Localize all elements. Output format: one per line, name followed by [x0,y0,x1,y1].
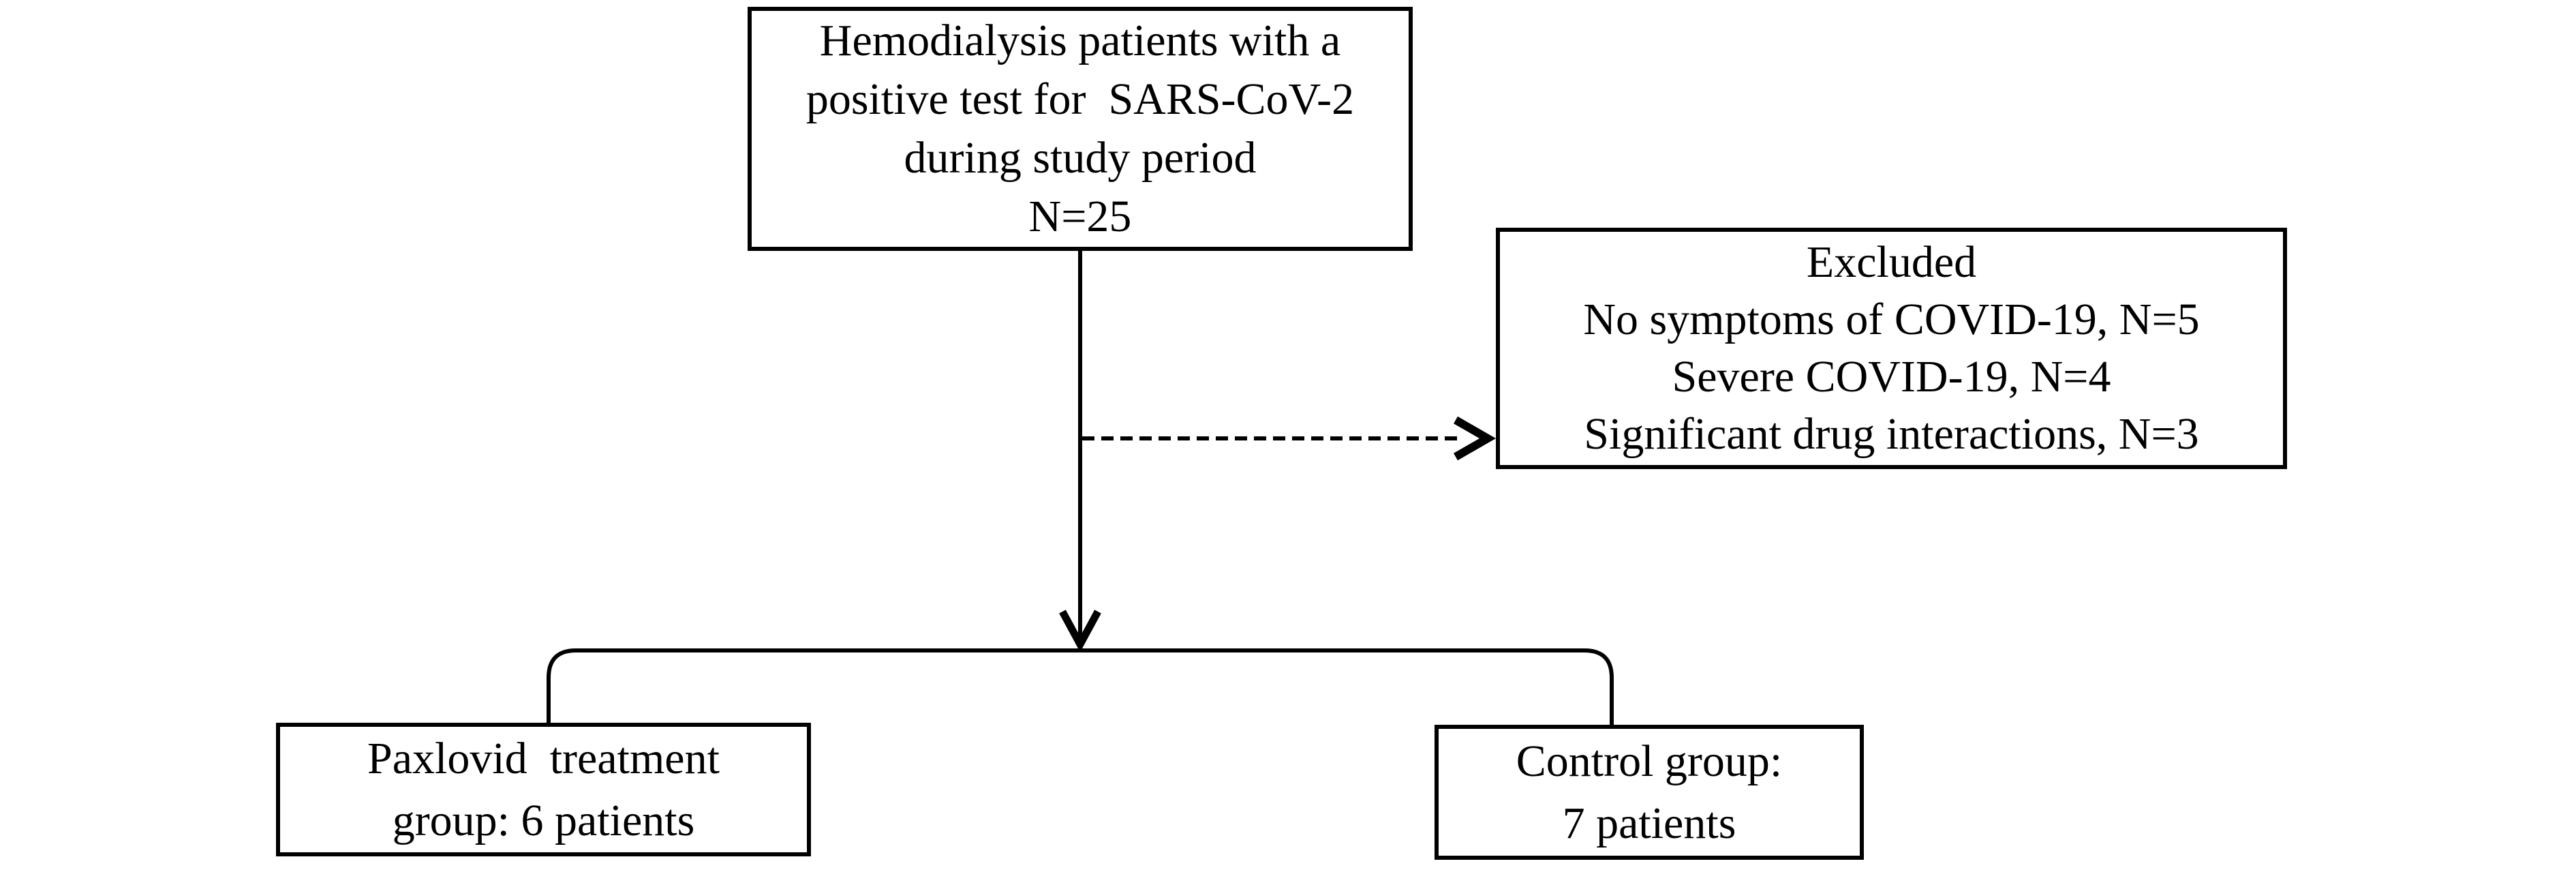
control-box-line: Control group: [1516,736,1783,786]
source-box-line: during study period [904,133,1257,183]
source-population-box: Hemodialysis patients with a positive te… [748,7,1413,251]
treatment-group-box: Paxlovid treatment group: 6 patients [276,723,811,856]
treatment-box-line: group: 6 patients [392,796,695,845]
control-group-box: Control group: 7 patients [1435,725,1864,860]
excluded-box-line: No symptoms of COVID-19, N=5 [1583,295,2200,344]
down-arrowhead-icon [1059,610,1101,652]
excluded-box-line: Severe COVID-19, N=4 [1672,352,2111,402]
source-box-line: N=25 [1028,192,1132,241]
right-arrowhead-icon [1454,416,1497,461]
source-box-line: positive test for SARS-CoV-2 [806,74,1355,124]
excluded-box-line: Significant drug interactions, N=3 [1584,409,2199,459]
control-box-line: 7 patients [1562,798,1736,848]
excluded-box-title: Excluded [1806,237,1977,287]
treatment-box-line: Paxlovid treatment [367,734,720,783]
excluded-box: Excluded No symptoms of COVID-19, N=5 Se… [1496,228,2287,469]
branch-connector [547,648,1614,726]
source-box-line: Hemodialysis patients with a [819,16,1341,65]
